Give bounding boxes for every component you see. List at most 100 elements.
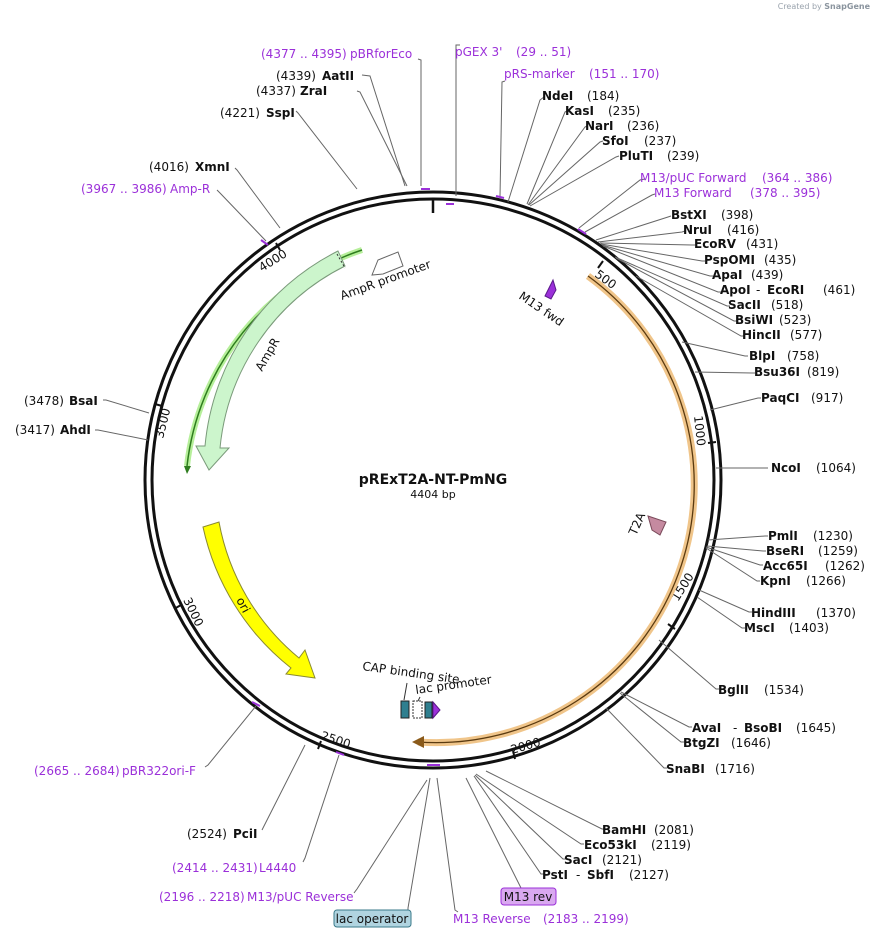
svg-text:(2119): (2119) xyxy=(651,838,691,852)
svg-text:(1230): (1230) xyxy=(813,529,853,543)
svg-text:(4377 .. 4395): (4377 .. 4395) xyxy=(261,47,347,61)
enzyme-blpi[interactable]: BlpI(758) xyxy=(749,349,819,363)
enzyme-pmli[interactable]: PmlI(1230) xyxy=(768,529,853,543)
enzyme-sacii[interactable]: SacII(518) xyxy=(728,298,803,312)
svg-text:AhdI: AhdI xyxy=(60,423,91,437)
enzyme-eco53ki[interactable]: Eco53kI(2119) xyxy=(584,838,691,852)
lac-cluster[interactable] xyxy=(400,700,441,720)
enzyme-zrai[interactable]: (4337)ZraI xyxy=(256,84,327,98)
enzyme-ecorv[interactable]: EcoRV(431) xyxy=(694,237,778,251)
svg-text:(378 .. 395): (378 .. 395) xyxy=(750,186,820,200)
enzyme-apoi-ecori[interactable]: ApoI-EcoRI(461) xyxy=(720,283,855,297)
svg-text:(2414 .. 2431): (2414 .. 2431) xyxy=(172,861,258,875)
svg-text:(1534): (1534) xyxy=(764,683,804,697)
enzyme-bsiwi[interactable]: BsiWI(523) xyxy=(735,313,811,327)
enzyme-pspomi[interactable]: PspOMI(435) xyxy=(704,253,796,267)
enzyme-bsu36i[interactable]: Bsu36I(819) xyxy=(754,365,839,379)
svg-text:(435): (435) xyxy=(764,253,796,267)
svg-text:pBRforEco: pBRforEco xyxy=(350,47,412,61)
enzyme-pluti[interactable]: PluTI(239) xyxy=(619,149,699,163)
enzyme-sspi[interactable]: (4221)SspI xyxy=(220,106,295,120)
primer-marks xyxy=(251,188,587,766)
svg-text:Amp-R: Amp-R xyxy=(170,182,210,196)
enzyme-psti-sbfi[interactable]: PstI-SbfI(2127) xyxy=(542,868,669,882)
t2a-arrow[interactable] xyxy=(647,515,667,536)
svg-text:(1403): (1403) xyxy=(789,621,829,635)
primer-m13-reverse[interactable]: M13 Reverse (2183 .. 2199) xyxy=(453,912,629,926)
enzyme-btgzi[interactable]: BtgZI(1646) xyxy=(683,736,771,750)
cap-binding-box[interactable] xyxy=(400,700,410,719)
enzyme-ncoi[interactable]: NcoI (1064) xyxy=(771,461,856,475)
svg-text:pRS-marker: pRS-marker xyxy=(504,67,575,81)
primer-m13-puc-forward[interactable]: M13/pUC Forward(364 .. 386) xyxy=(640,171,832,185)
enzyme-ahdi[interactable]: (3417)AhdI xyxy=(15,423,91,437)
enzyme-avai-bsobi[interactable]: AvaI-BsoBI(1645) xyxy=(692,721,836,735)
ori-arrow[interactable] xyxy=(202,521,316,679)
svg-text:M13/pUC Forward: M13/pUC Forward xyxy=(640,171,747,185)
m13-fwd-arrow[interactable] xyxy=(544,278,557,300)
lac-promoter-box[interactable] xyxy=(412,700,423,719)
svg-text:M13 Reverse: M13 Reverse xyxy=(453,912,531,926)
svg-text:HindIII: HindIII xyxy=(751,606,796,620)
enzyme-xmni[interactable]: (4016)XmnI xyxy=(149,160,230,174)
primer-prs-marker[interactable]: pRS-marker(151 .. 170) xyxy=(504,67,659,81)
plasmid-length: 4404 bp xyxy=(410,488,455,501)
svg-text:L4440: L4440 xyxy=(259,861,296,875)
enzyme-msci[interactable]: MscI(1403) xyxy=(744,621,829,635)
primer-pbrforeco[interactable]: (4377 .. 4395)pBRforEco xyxy=(261,47,412,61)
enzyme-bsai[interactable]: (3478)BsaI xyxy=(24,394,98,408)
enzyme-hindiii[interactable]: HindIII(1370) xyxy=(751,606,856,620)
svg-text:AvaI: AvaI xyxy=(692,721,721,735)
enzyme-apai[interactable]: ApaI(439) xyxy=(712,268,783,282)
primer-l4440[interactable]: (2414 .. 2431)L4440 xyxy=(172,861,296,875)
t2a-region-arc[interactable] xyxy=(412,273,698,748)
svg-text:(3478): (3478) xyxy=(24,394,64,408)
badge-m13-rev[interactable]: M13 rev xyxy=(500,887,557,906)
enzyme-bglii[interactable]: BglII(1534) xyxy=(718,683,804,697)
ampr-promoter-arrow[interactable] xyxy=(371,251,404,276)
svg-text:BstXI: BstXI xyxy=(671,208,707,222)
primer-pgex3[interactable]: pGEX 3'(29 .. 51) xyxy=(455,45,571,59)
primer-m13-puc-reverse[interactable]: (2196 .. 2218)M13/pUC Reverse xyxy=(159,890,354,904)
enzyme-bamhi[interactable]: BamHI(2081) xyxy=(602,823,694,837)
svg-text:HincII: HincII xyxy=(742,328,781,342)
enzyme-nari[interactable]: NarI(236) xyxy=(585,119,659,133)
svg-text:pGEX 3': pGEX 3' xyxy=(455,45,502,59)
svg-text:NruI: NruI xyxy=(683,223,712,237)
svg-text:PluTI: PluTI xyxy=(619,149,653,163)
enzyme-hincii[interactable]: HincII (577) xyxy=(742,328,822,342)
svg-text:EcoRV: EcoRV xyxy=(694,237,737,251)
svg-text:ApaI: ApaI xyxy=(712,268,742,282)
m13-rev-box[interactable] xyxy=(432,700,441,720)
badge-lac-operator[interactable]: lac operator xyxy=(333,909,412,928)
svg-text:NcoI: NcoI xyxy=(771,461,801,475)
svg-text:(2665 .. 2684): (2665 .. 2684) xyxy=(34,764,120,778)
enzyme-kasi[interactable]: KasI(235) xyxy=(565,104,640,118)
enzyme-aatii[interactable]: (4339)AatII xyxy=(276,69,354,83)
primer-pbr322ori-f[interactable]: (2665 .. 2684)pBR322ori-F xyxy=(34,764,196,778)
primer-m13-forward[interactable]: M13 Forward(378 .. 395) xyxy=(654,186,820,200)
ampr-arrow[interactable] xyxy=(195,250,346,471)
enzyme-acc65i[interactable]: Acc65I(1262) xyxy=(763,559,865,573)
lac-operator-box[interactable] xyxy=(424,701,433,719)
enzyme-bstxi[interactable]: BstXI(398) xyxy=(671,208,753,222)
svg-text:(2183 .. 2199): (2183 .. 2199) xyxy=(543,912,629,926)
svg-text:SbfI: SbfI xyxy=(587,868,614,882)
svg-text:(2081): (2081) xyxy=(654,823,694,837)
enzyme-labels: NdeI(184) KasI(235) NarI(236) SfoI(237) … xyxy=(15,69,865,882)
enzyme-sfoi[interactable]: SfoI(237) xyxy=(602,134,676,148)
enzyme-paqci[interactable]: PaqCI(917) xyxy=(761,391,843,405)
svg-text:BlpI: BlpI xyxy=(749,349,775,363)
enzyme-nrui[interactable]: NruI(416) xyxy=(683,223,759,237)
svg-text:(577): (577) xyxy=(790,328,822,342)
enzyme-ndei[interactable]: NdeI(184) xyxy=(542,89,619,103)
enzyme-bseri[interactable]: BseRI(1259) xyxy=(766,544,858,558)
svg-text:(4339): (4339) xyxy=(276,69,316,83)
enzyme-snabi[interactable]: SnaBI(1716) xyxy=(666,762,755,776)
primer-amp-r[interactable]: (3967 .. 3986)Amp-R xyxy=(81,182,210,196)
svg-text:(523): (523) xyxy=(779,313,811,327)
svg-text:(1064): (1064) xyxy=(816,461,856,475)
enzyme-saci[interactable]: SacI(2121) xyxy=(564,853,642,867)
enzyme-kpni[interactable]: KpnI(1266) xyxy=(760,574,846,588)
enzyme-pcii[interactable]: (2524)PciI xyxy=(187,827,258,841)
